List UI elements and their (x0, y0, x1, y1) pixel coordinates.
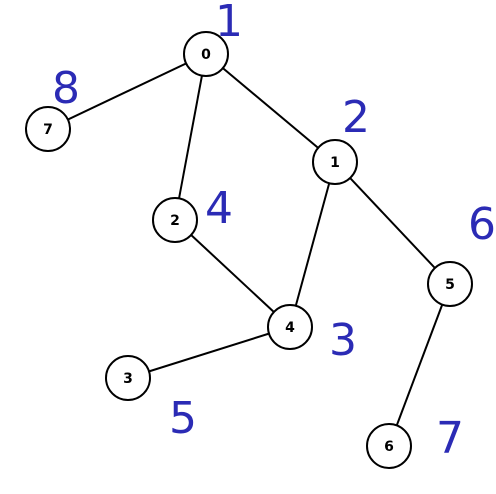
edge-1-5 (334, 161, 451, 285)
edge-0-2 (174, 53, 207, 221)
node-0: 0 (183, 31, 229, 77)
node-circle (183, 31, 229, 77)
annotation-node-7: 8 (52, 63, 80, 114)
edge-4-3 (127, 326, 291, 379)
node-circle (105, 355, 151, 401)
annotation-node-6: 7 (436, 413, 464, 464)
node-circle (312, 139, 358, 185)
node-7: 7 (25, 106, 71, 152)
node-circle (152, 197, 198, 243)
node-label: 6 (384, 439, 394, 455)
node-circle (25, 106, 71, 152)
node-circle (366, 423, 412, 469)
node-label: 3 (123, 371, 133, 387)
edge-0-7 (47, 53, 207, 130)
edge-1-4 (289, 161, 336, 328)
node-label: 2 (170, 213, 180, 229)
node-label: 1 (330, 155, 340, 171)
annotation-node-5: 6 (468, 199, 496, 250)
node-circle (427, 261, 473, 307)
annotation-node-4: 3 (329, 315, 357, 366)
node-1: 1 (312, 139, 358, 185)
annotation-node-0: 1 (215, 0, 243, 47)
node-6: 6 (366, 423, 412, 469)
node-label: 7 (43, 122, 53, 138)
annotation-node-1: 2 (342, 92, 370, 143)
edges-layer (47, 53, 451, 447)
node-circle (267, 304, 313, 350)
node-label: 4 (285, 320, 295, 336)
edge-5-6 (388, 283, 451, 447)
node-3: 3 (105, 355, 151, 401)
edge-0-1 (205, 53, 336, 163)
node-label: 0 (201, 47, 211, 63)
annotation-node-3: 5 (169, 393, 197, 444)
node-2: 2 (152, 197, 198, 243)
node-5: 5 (427, 261, 473, 307)
annotation-node-2: 4 (205, 183, 233, 234)
node-4: 4 (267, 304, 313, 350)
node-label: 5 (445, 277, 455, 293)
edge-2-4 (174, 219, 291, 328)
